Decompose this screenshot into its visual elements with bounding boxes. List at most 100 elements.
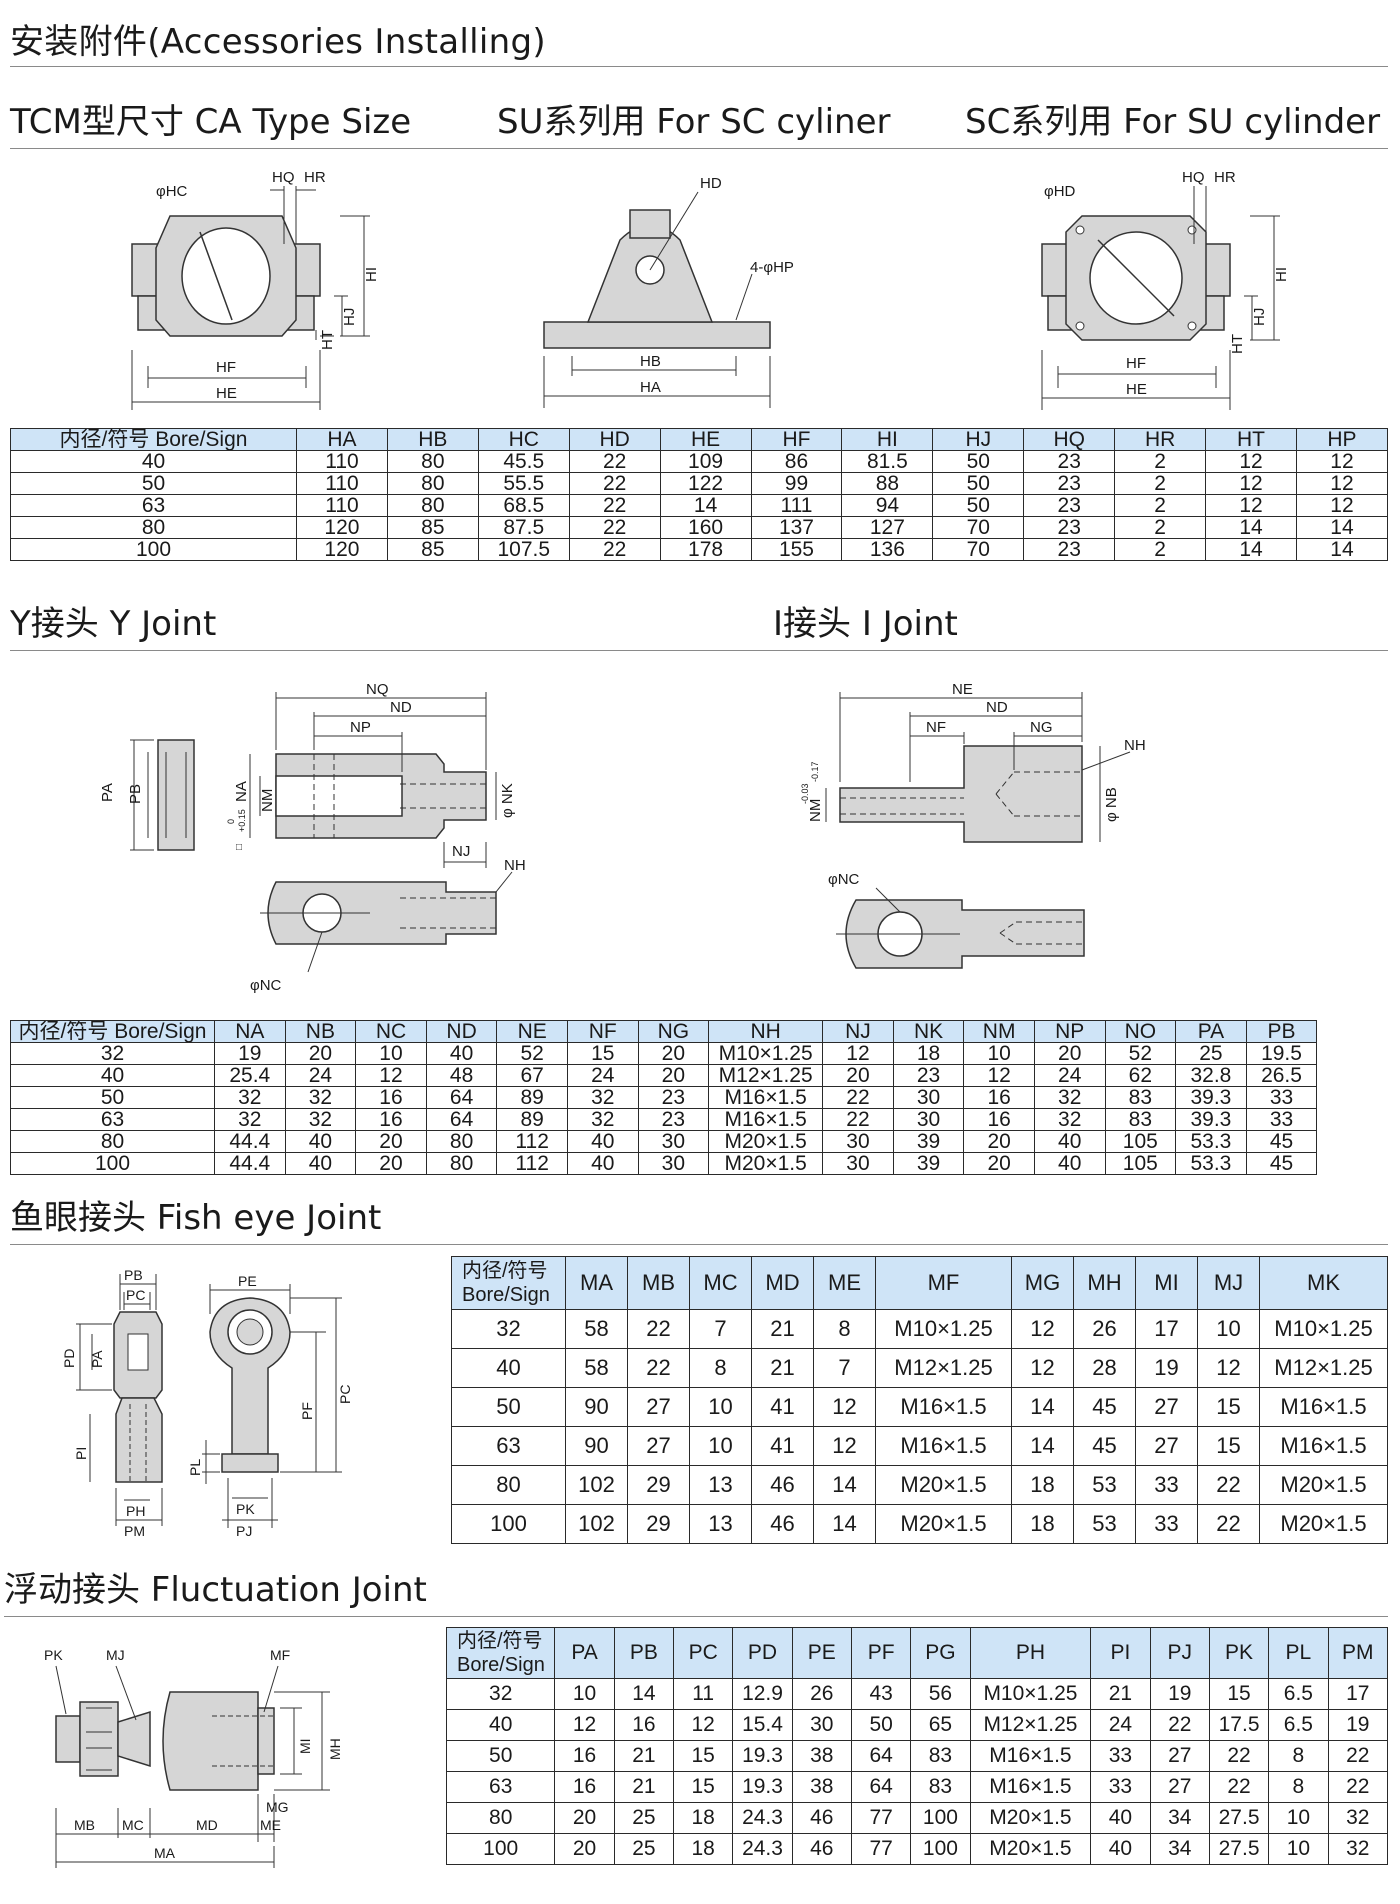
bore-cell: 80 <box>451 1465 566 1505</box>
value-cell: 15 <box>1197 1387 1260 1427</box>
value-cell: 137 <box>750 516 843 539</box>
header-cell: NM <box>963 1020 1035 1043</box>
value-cell: 22 <box>822 1108 894 1131</box>
value-cell: 102 <box>565 1465 628 1505</box>
header-cell: NH <box>708 1020 824 1043</box>
fj-label-mg: MG <box>266 1799 289 1815</box>
y-label-np: NP <box>350 719 371 736</box>
value-cell: 44.4 <box>214 1152 286 1175</box>
header-cell: NG <box>637 1020 710 1043</box>
value-cell: 19 <box>214 1042 286 1065</box>
header-cell: PJ <box>1149 1627 1210 1679</box>
i-label-ne: NE <box>952 681 973 698</box>
value-cell: 14 <box>1011 1426 1074 1466</box>
value-cell: 39 <box>892 1130 965 1153</box>
bore-cell: 100 <box>10 1152 215 1175</box>
value-cell: 81.5 <box>841 450 934 473</box>
value-cell: 12 <box>1197 1348 1260 1388</box>
value-cell: 16 <box>355 1108 427 1131</box>
value-cell: 102 <box>565 1504 628 1544</box>
value-cell: 10 <box>355 1042 427 1065</box>
value-cell: 13 <box>689 1504 752 1544</box>
header-cell: HR <box>1114 428 1207 451</box>
sc-label-hq: HQ <box>1182 169 1205 186</box>
value-cell: 12 <box>1205 494 1297 517</box>
header-cell: NC <box>355 1020 427 1043</box>
header-cell: PM <box>1327 1627 1389 1679</box>
value-cell: 120 <box>296 538 388 561</box>
header-cell: MA <box>565 1256 628 1310</box>
bore-cell: 63 <box>10 494 297 517</box>
value-cell: 32 <box>566 1108 639 1131</box>
fisheye-label-ph: PH <box>126 1503 145 1519</box>
value-cell: 19 <box>1135 1348 1198 1388</box>
value-cell: 77 <box>850 1833 912 1865</box>
section-title-i-joint: I接头 I Joint <box>773 604 958 644</box>
value-cell: 50 <box>932 450 1025 473</box>
value-cell: 32.8 <box>1175 1064 1247 1087</box>
value-cell: 67 <box>496 1064 568 1087</box>
value-cell: 39 <box>892 1152 965 1175</box>
header-cell: HC <box>477 428 570 451</box>
fj-label-md: MD <box>196 1817 218 1833</box>
value-cell: 24 <box>284 1064 357 1087</box>
value-cell: 14 <box>1295 538 1389 561</box>
value-cell: 58 <box>565 1348 628 1388</box>
value-cell: 62 <box>1104 1064 1177 1087</box>
value-cell: 12 <box>1295 494 1389 517</box>
value-cell: 32 <box>214 1108 286 1131</box>
value-cell: 64 <box>425 1086 498 1109</box>
value-cell: 22 <box>627 1309 690 1349</box>
value-cell: M20×1.5 <box>1259 1465 1388 1505</box>
value-cell: 8 <box>689 1348 752 1388</box>
value-cell: 22 <box>568 494 661 517</box>
value-cell: 87.5 <box>477 516 570 539</box>
value-cell: 19.5 <box>1245 1042 1318 1065</box>
bore-cell: 63 <box>445 1771 556 1803</box>
header-cell: MH <box>1073 1256 1136 1310</box>
value-cell: M10×1.25 <box>969 1678 1092 1710</box>
value-cell: 80 <box>386 450 479 473</box>
su-label-hb: HB <box>640 353 661 370</box>
y-label-nc: φNC <box>250 977 282 994</box>
value-cell: M20×1.5 <box>969 1802 1092 1834</box>
header-cell: PH <box>969 1627 1092 1679</box>
y-label-nm-tol-upper: +0.15 <box>237 809 247 832</box>
section-title-su-series: SU系列用 For SC cyliner <box>497 102 891 142</box>
value-cell: 2 <box>1114 450 1207 473</box>
value-cell: 12 <box>813 1387 876 1427</box>
ca-type-drawing: φHC HQ HR HI HJ HT HF HE <box>131 169 380 410</box>
value-cell: 27 <box>627 1426 690 1466</box>
value-cell: 46 <box>751 1465 814 1505</box>
value-cell: 26 <box>791 1678 852 1710</box>
value-cell: 22 <box>568 516 661 539</box>
value-cell: 107.5 <box>477 538 570 561</box>
fj-label-ma: MA <box>154 1845 176 1861</box>
value-cell: M16×1.5 <box>875 1426 1012 1466</box>
value-cell: 12 <box>822 1042 894 1065</box>
value-cell: 20 <box>1033 1042 1106 1065</box>
value-cell: 30 <box>791 1709 852 1741</box>
value-cell: 46 <box>751 1504 814 1544</box>
value-cell: 10 <box>1268 1802 1329 1834</box>
header-cell: MK <box>1259 1256 1388 1310</box>
su-label-hd: HD <box>700 175 722 192</box>
value-cell: 14 <box>659 494 752 517</box>
value-cell: 85 <box>386 538 479 561</box>
table-header-row: 内径/符号 Bore/Sign NA NB NC ND NE NF NG NH … <box>10 1020 1388 1043</box>
value-cell: 22 <box>822 1086 894 1109</box>
value-cell: 14 <box>813 1465 876 1505</box>
value-cell: 16 <box>963 1086 1035 1109</box>
value-cell: 55.5 <box>477 472 570 495</box>
value-cell: M12×1.25 <box>969 1709 1092 1741</box>
value-cell: 50 <box>932 494 1025 517</box>
value-cell: 30 <box>892 1108 965 1131</box>
bore-cell: 32 <box>10 1042 215 1065</box>
value-cell: 15.4 <box>732 1709 793 1741</box>
value-cell: 27.5 <box>1208 1802 1270 1834</box>
